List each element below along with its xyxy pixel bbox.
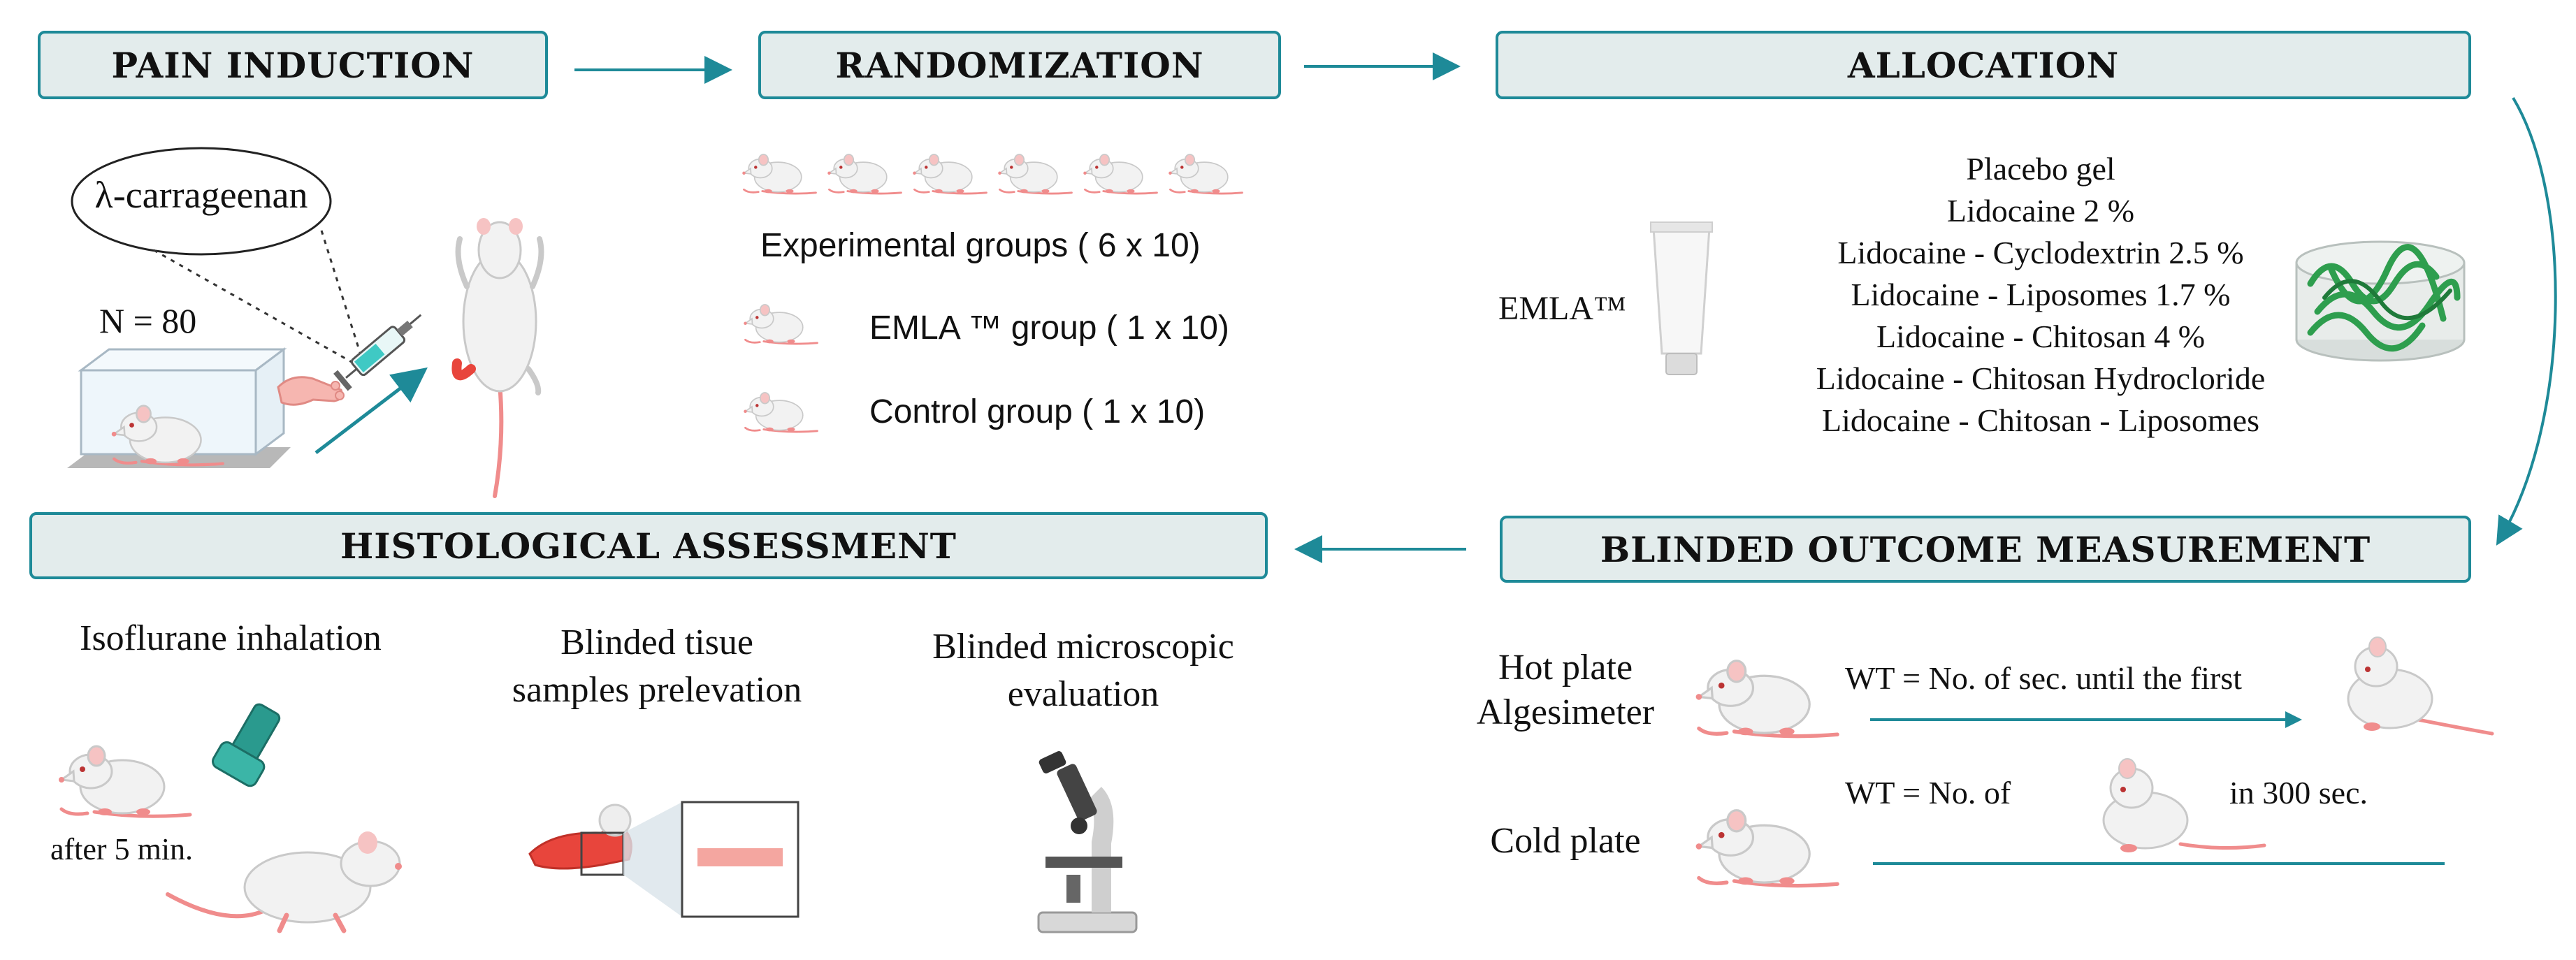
microscopic-eval-label-2: evaluation bbox=[1007, 674, 1159, 714]
stage-blinded-outcome-label: BLINDED OUTCOME MEASUREMENT bbox=[1600, 528, 2371, 570]
sample-size-label: N = 80 bbox=[99, 301, 197, 340]
sleeping-rat-icon bbox=[166, 831, 402, 933]
allocation-group: Lidocaine - Chitosan 4 % bbox=[1876, 319, 2206, 354]
emla-label: EMLA™ bbox=[1498, 290, 1627, 327]
hot-plate-rat-icon bbox=[1691, 644, 1845, 742]
stage-randomization: RANDOMIZATION bbox=[758, 31, 1281, 99]
emla-tube-icon bbox=[1650, 221, 1713, 375]
allocation-group: Placebo gel bbox=[1966, 151, 2115, 187]
paw-icon bbox=[277, 376, 345, 406]
microscopic-eval-label-1: Blinded microscopic bbox=[932, 627, 1234, 667]
control-group-rat-icon bbox=[742, 381, 820, 437]
liposome-icon bbox=[2295, 240, 2466, 362]
stage-pain-induction-label: PAIN INDUCTION bbox=[111, 44, 475, 86]
stage-allocation-label: ALLOCATION bbox=[1847, 44, 2120, 86]
syringe-icon bbox=[333, 314, 422, 391]
allocation-group: Lidocaine 2 % bbox=[1946, 193, 2135, 228]
allocation-group: Lidocaine - Liposomes 1.7 % bbox=[1851, 277, 2231, 312]
bubble-pointer-lines bbox=[153, 230, 365, 366]
carrageenan-label: λ-carrageenan bbox=[94, 174, 308, 216]
cold-plate-wt-prefix: WT = No. of bbox=[1845, 775, 2011, 810]
cage-icon bbox=[67, 347, 291, 468]
stage-randomization-label: RANDOMIZATION bbox=[835, 44, 1204, 86]
rat-jump-icon bbox=[2102, 758, 2266, 852]
isoflurane-label: Isoflurane inhalation bbox=[80, 618, 382, 658]
cold-plate-wt-suffix: in 300 sec. bbox=[2229, 775, 2368, 810]
emla-group-label: EMLA ™ group ( 1 x 10) bbox=[869, 310, 1229, 347]
after-5-min-label: after 5 min. bbox=[50, 832, 194, 866]
control-group-label: Control group ( 1 x 10) bbox=[869, 393, 1206, 430]
isoflurane-rat-icon bbox=[42, 731, 210, 822]
hot-plate-wt-label: WT = No. of sec. until the first bbox=[1845, 660, 2243, 696]
stage-allocation: ALLOCATION bbox=[1496, 31, 2471, 99]
cold-plate-rat-icon bbox=[1691, 794, 1845, 892]
emla-group-rat-icon bbox=[742, 293, 820, 349]
allocation-group: Lidocaine - Cyclodextrin 2.5 % bbox=[1837, 235, 2244, 270]
allocation-group-list: Placebo gel Lidocaine 2 % Lidocaine - Cy… bbox=[1747, 148, 2334, 442]
rat-supine-icon bbox=[451, 218, 544, 498]
stage-blinded-outcome: BLINDED OUTCOME MEASUREMENT bbox=[1500, 516, 2471, 583]
allocation-group: Lidocaine - Chitosan Hydrocloride bbox=[1816, 361, 2266, 396]
cold-plate-label: Cold plate bbox=[1490, 821, 1641, 861]
rat-paw-lick-icon bbox=[2347, 637, 2494, 736]
stage-histological-assessment: HISTOLOGICAL ASSESSMENT bbox=[29, 512, 1268, 579]
inhaler-icon bbox=[212, 703, 281, 787]
tissue-sample-icon bbox=[528, 801, 799, 918]
hot-plate-label-2: Algesimeter bbox=[1476, 692, 1655, 732]
microscope-icon bbox=[1037, 751, 1138, 933]
rat-icon-row bbox=[741, 143, 1258, 206]
tissue-samples-label-1: Blinded tisue bbox=[560, 623, 753, 662]
allocation-group: Lidocaine - Chitosan - Liposomes bbox=[1822, 402, 2259, 438]
carrageenan-bubble bbox=[71, 147, 332, 256]
experimental-groups-label: Experimental groups ( 6 x 10) bbox=[760, 227, 1201, 264]
stage-pain-induction: PAIN INDUCTION bbox=[38, 31, 548, 99]
tissue-samples-label-2: samples prelevation bbox=[512, 670, 802, 710]
hot-plate-label-1: Hot plate bbox=[1498, 648, 1633, 688]
stage-histological-label: HISTOLOGICAL ASSESSMENT bbox=[340, 525, 957, 567]
arrow-injection-to-rat bbox=[314, 367, 428, 454]
arrow-allocation-to-outcome bbox=[2496, 96, 2557, 546]
